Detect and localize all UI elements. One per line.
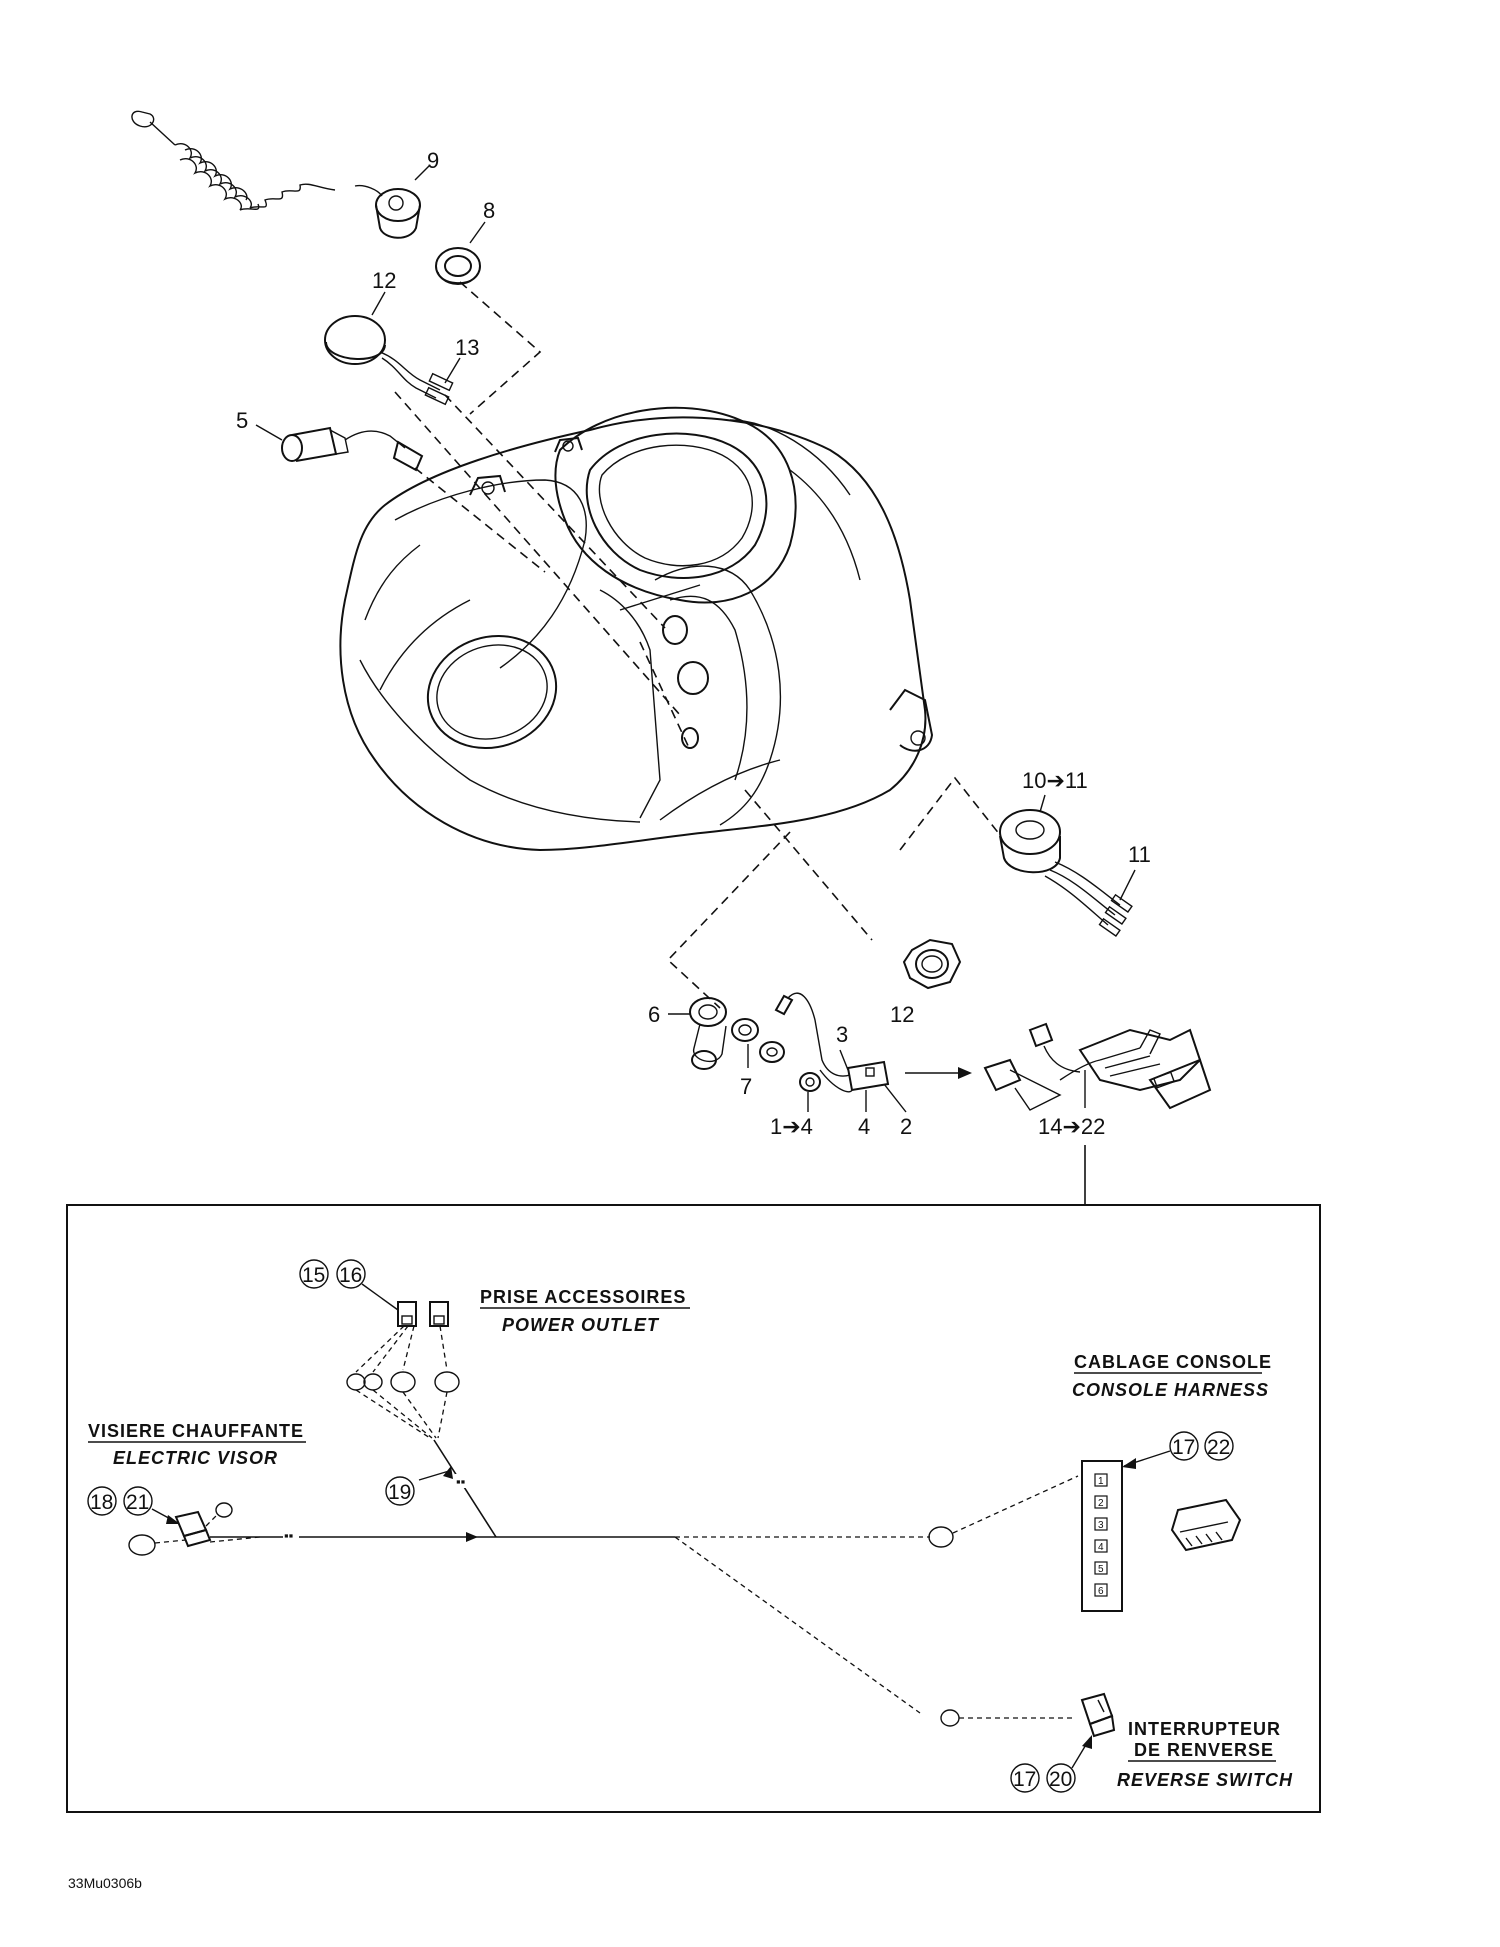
reverse-switch-label-fr2: DE RENVERSE [1134, 1740, 1274, 1760]
figure-code: 33Mu0306b [68, 1875, 142, 1891]
callout-7: 7 [740, 1074, 752, 1099]
console-harness-label-en: CONSOLE HARNESS [1072, 1380, 1269, 1400]
connector-pin-label: 6 [1098, 1586, 1104, 1597]
reverse-switch-label-en: REVERSE SWITCH [1117, 1770, 1293, 1790]
connector-pin-box [1094, 1583, 1108, 1597]
console-harness-part [983, 1022, 1212, 1111]
reverse-switch-label-fr1: INTERRUPTEUR [1128, 1719, 1281, 1739]
callout-2: 2 [900, 1114, 912, 1139]
callout-18: 18 [90, 1491, 113, 1514]
console-housing [339, 406, 934, 852]
callout-3: 3 [836, 1022, 848, 1047]
connector-pin-label: 1 [1098, 1476, 1104, 1487]
callout-10-11: 10➔11 [1022, 768, 1088, 793]
callout-22: 22 [1207, 1436, 1230, 1459]
callout-5: 5 [236, 408, 248, 433]
callout-17-reverse: 17 [1013, 1768, 1036, 1791]
connector-pin-box [1094, 1495, 1108, 1509]
electric-visor-label-en: ELECTRIC VISOR [113, 1448, 278, 1468]
power-outlet-label-fr: PRISE ACCESSOIRES [480, 1287, 686, 1307]
callout-17-console: 17 [1172, 1436, 1195, 1459]
callout-1-4: 1➔4 [770, 1114, 813, 1139]
rubber-cap-part [324, 315, 454, 406]
connector-pin-label: 4 [1098, 1542, 1104, 1553]
callout-8: 8 [483, 198, 495, 223]
svg-text:16: 16 [339, 1264, 362, 1287]
socket-connector-part [281, 426, 424, 472]
trunk-codes: ▪▪ ▪▪ [283, 1474, 471, 1543]
wiring-schematic-frame [66, 1204, 1321, 1813]
connector-pin-label: 5 [1098, 1564, 1104, 1575]
power-outlet-part [689, 992, 890, 1093]
connector-pin-box [1094, 1517, 1108, 1531]
safety-lanyard-part [131, 110, 421, 239]
callout-6: 6 [648, 1002, 660, 1027]
callout-19: 19 [388, 1481, 411, 1504]
callout-20: 20 [1049, 1768, 1072, 1791]
connector-pin-label: 3 [1098, 1520, 1104, 1531]
ring-nut-part [435, 247, 481, 285]
svg-text:▪▪: ▪▪ [284, 1528, 293, 1543]
main-harness-trunk [210, 1439, 930, 1714]
console-harness-label-fr: CABLAGE CONSOLE [1074, 1352, 1272, 1372]
connector-pin-box [1094, 1473, 1108, 1487]
reverse-switch-connector: 17 20 [940, 1692, 1116, 1793]
callout-12-top: 12 [372, 268, 396, 293]
connector-pin-label: 2 [1098, 1498, 1104, 1509]
callout-11: 11 [1128, 842, 1151, 867]
assembly-lines-top [394, 281, 1001, 1009]
console-connector-strip: 1 2 3 4 5 6 17 22 [928, 1431, 1242, 1612]
outlet-wire-tags [346, 1325, 460, 1439]
callout-21: 21 [126, 1491, 149, 1514]
callout-14-22: 14➔22 [1038, 1114, 1105, 1139]
svg-text:▪▪: ▪▪ [456, 1474, 465, 1489]
callout-9: 9 [427, 148, 439, 173]
power-outlet-connectors [397, 1301, 449, 1327]
svg-text:15: 15 [302, 1264, 325, 1287]
electric-visor-connector [128, 1502, 261, 1556]
electric-visor-label-fr: VISIERE CHAUFFANTE [88, 1421, 304, 1441]
connector-pin-box [1094, 1539, 1108, 1553]
callout-12-bottom: 12 [890, 1002, 914, 1027]
callout-4: 4 [858, 1114, 870, 1139]
hex-nut-part [902, 938, 962, 990]
callout-13: 13 [455, 335, 479, 360]
power-outlet-label-en: POWER OUTLET [502, 1315, 660, 1335]
power-outlet-callouts: 15 16 [299, 1259, 399, 1311]
key-switch-part [999, 809, 1133, 937]
connector-pin-box [1094, 1561, 1108, 1575]
